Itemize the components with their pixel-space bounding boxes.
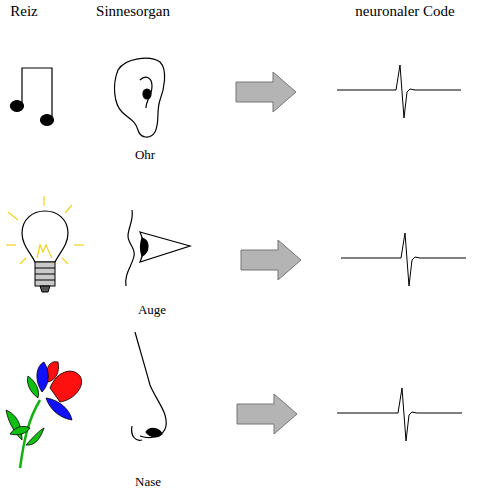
organ-label: Auge (138, 303, 166, 316)
sepal (27, 376, 38, 398)
bulb-base (35, 262, 55, 286)
leaf (10, 426, 30, 434)
column-heading: Reiz (10, 4, 38, 19)
leaf (6, 410, 22, 440)
petal (37, 362, 48, 392)
ear-drawing (115, 58, 165, 137)
block-arrow (241, 240, 301, 280)
ear-outline (115, 58, 165, 137)
pupil (141, 238, 149, 256)
leaf (26, 428, 44, 445)
eye-outline (140, 232, 190, 262)
flower (6, 362, 82, 468)
block-arrow (237, 394, 297, 434)
action-potential (337, 388, 462, 441)
nose-profile (135, 332, 166, 438)
light-rays (6, 196, 84, 264)
note-head (11, 101, 24, 112)
petal (46, 398, 72, 420)
bulb-glass (22, 211, 68, 262)
action-potential (337, 65, 461, 118)
ear-inner (140, 77, 152, 108)
note-head (41, 115, 54, 126)
ear-canal (143, 89, 151, 99)
block-arrow (236, 72, 296, 112)
nostril (146, 428, 162, 436)
nostril-wing (132, 426, 142, 440)
filament (37, 245, 52, 258)
light-bulb (6, 196, 84, 292)
nose-drawing (132, 332, 167, 440)
eye-drawing (126, 210, 190, 286)
organ-label: Ohr (135, 148, 155, 161)
base-thread (35, 268, 55, 280)
face-profile (126, 210, 135, 286)
note-stem (22, 68, 52, 117)
organ-label: Nase (135, 475, 161, 488)
music-note (11, 68, 54, 126)
bulb-tip (40, 286, 50, 292)
column-heading: neuronaler Code (355, 4, 455, 19)
column-heading: Sinnesorgan (96, 4, 170, 19)
action-potential (341, 233, 466, 286)
